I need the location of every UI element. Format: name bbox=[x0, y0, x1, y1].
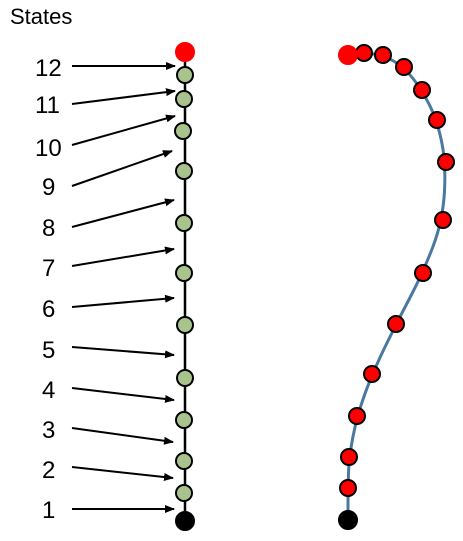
state-labels: 12 11 10 9 8 7 6 5 4 3 2 1 bbox=[35, 55, 62, 524]
curve-node bbox=[434, 211, 452, 229]
state-label-1: 1 bbox=[42, 497, 55, 524]
state-arrows bbox=[71, 62, 176, 513]
curve-node bbox=[340, 448, 358, 466]
state-arrow-7 bbox=[71, 246, 175, 267]
state-arrow-3 bbox=[71, 427, 174, 445]
curve-node bbox=[437, 153, 455, 171]
state-arrow-2 bbox=[71, 466, 174, 482]
curve-node bbox=[428, 111, 446, 129]
diagram-title: States bbox=[10, 4, 73, 29]
state-arrow-5 bbox=[71, 346, 175, 359]
curve-node bbox=[374, 46, 392, 64]
chain-node bbox=[175, 411, 193, 429]
curve-node bbox=[414, 264, 432, 282]
curve-node bbox=[348, 407, 366, 425]
curve-base-node bbox=[338, 510, 358, 530]
straight-chain bbox=[174, 42, 195, 531]
chain-base-node bbox=[175, 511, 195, 531]
chain-node bbox=[175, 452, 193, 470]
chain-node bbox=[176, 66, 194, 84]
state-arrow-8 bbox=[71, 198, 175, 228]
chain-node bbox=[175, 214, 193, 232]
state-label-7: 7 bbox=[42, 255, 55, 282]
chain-node bbox=[175, 484, 193, 502]
state-label-10: 10 bbox=[35, 135, 62, 162]
curve-node bbox=[339, 479, 357, 497]
state-arrow-6 bbox=[71, 294, 175, 308]
state-label-9: 9 bbox=[42, 174, 55, 201]
curve-node bbox=[413, 81, 431, 99]
chain-node bbox=[176, 316, 194, 334]
chain-node bbox=[176, 369, 194, 387]
curve-node bbox=[395, 58, 413, 76]
state-label-6: 6 bbox=[42, 296, 55, 323]
state-label-11: 11 bbox=[35, 92, 60, 119]
chain-node bbox=[174, 122, 192, 140]
chain-top-node bbox=[175, 42, 195, 62]
state-label-4: 4 bbox=[42, 377, 55, 404]
chain-node bbox=[175, 90, 193, 108]
state-label-3: 3 bbox=[42, 417, 55, 444]
curve-node bbox=[387, 315, 405, 333]
state-label-5: 5 bbox=[42, 337, 55, 364]
chain-node bbox=[175, 264, 193, 282]
curved-chain bbox=[338, 44, 455, 530]
curve-top-node bbox=[338, 45, 358, 65]
state-arrow-4 bbox=[71, 387, 175, 403]
curve-node bbox=[363, 365, 381, 383]
state-arrow-9 bbox=[71, 150, 173, 187]
curve-node bbox=[355, 44, 373, 62]
state-label-2: 2 bbox=[42, 457, 55, 484]
state-arrow-11 bbox=[71, 88, 176, 105]
state-arrow-10 bbox=[71, 114, 176, 146]
chain-node bbox=[175, 162, 193, 180]
state-label-12: 12 bbox=[35, 55, 62, 82]
state-label-8: 8 bbox=[42, 215, 55, 242]
